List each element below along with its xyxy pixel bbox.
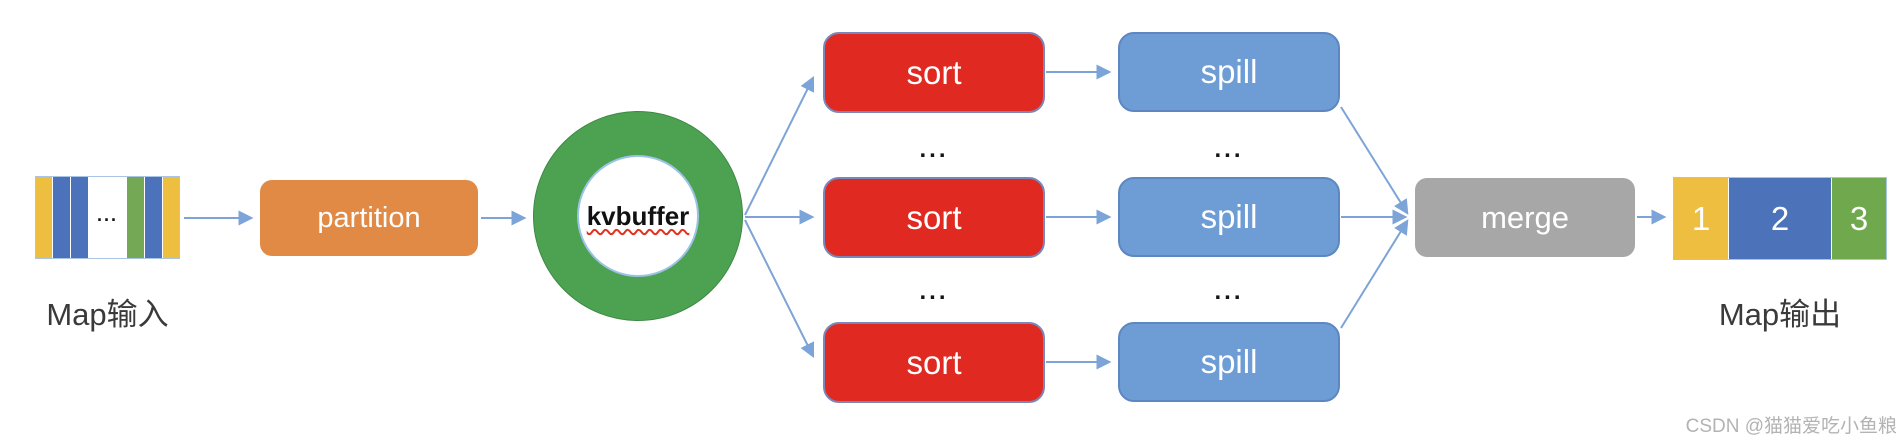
arrow-spill-3-to-merge — [1340, 219, 1409, 329]
watermark: CSDN @猫猫爱吃小鱼粮 — [1685, 416, 1897, 437]
kvbuffer-inner-circle: kvbuffer — [577, 155, 699, 277]
sort-node-1: sort — [823, 32, 1045, 113]
input-stripe — [163, 177, 179, 258]
input-stripe — [145, 177, 162, 258]
spill-label: spill — [1200, 198, 1258, 235]
input-stripe — [71, 177, 88, 258]
input-stripe — [36, 177, 52, 258]
sort-ellipsis-top: ... — [919, 136, 949, 163]
merge-label: merge — [1481, 199, 1569, 235]
map-input-block: ... — [35, 176, 180, 259]
spill-node-3: spill — [1118, 322, 1340, 402]
map-output-label: Map输出 — [1718, 297, 1842, 332]
merge-node: merge — [1415, 178, 1635, 257]
spill-label: spill — [1200, 53, 1258, 90]
sort-node-3: sort — [823, 322, 1045, 403]
sort-label: sort — [906, 198, 962, 236]
arrow-spill-1-to-merge — [1340, 106, 1409, 215]
input-stripe — [53, 177, 70, 258]
input-stripe-gap: ... — [89, 177, 126, 258]
spill-label: spill — [1200, 343, 1258, 380]
spill-node-1: spill — [1118, 32, 1340, 112]
map-input-label: Map输入 — [46, 297, 169, 332]
sort-ellipsis-bottom: ... — [919, 278, 949, 305]
arrow-kvbuffer-to-sort-3 — [744, 219, 815, 359]
output-cell-3: 3 — [1832, 178, 1886, 259]
output-cell-1: 1 — [1674, 178, 1728, 259]
output-cell-label: 3 — [1849, 199, 1869, 237]
input-stripe — [127, 177, 144, 258]
kvbuffer-label: kvbuffer — [586, 200, 690, 231]
map-output-block: 1 2 3 — [1673, 177, 1887, 260]
input-ellipsis: ... — [96, 204, 118, 225]
output-cell-label: 2 — [1770, 199, 1790, 237]
sort-node-2: sort — [823, 177, 1045, 258]
partition-node: partition — [260, 180, 478, 256]
spill-ellipsis-bottom: ... — [1214, 278, 1244, 305]
arrow-kvbuffer-to-sort-1 — [744, 75, 815, 216]
output-cell-label: 1 — [1691, 199, 1711, 237]
output-cell-2: 2 — [1729, 178, 1831, 259]
spill-ellipsis-top: ... — [1214, 136, 1244, 163]
spill-node-2: spill — [1118, 177, 1340, 257]
sort-label: sort — [906, 53, 962, 91]
kvbuffer-ring: kvbuffer — [533, 111, 743, 321]
sort-label: sort — [906, 343, 962, 381]
partition-label: partition — [317, 201, 421, 234]
